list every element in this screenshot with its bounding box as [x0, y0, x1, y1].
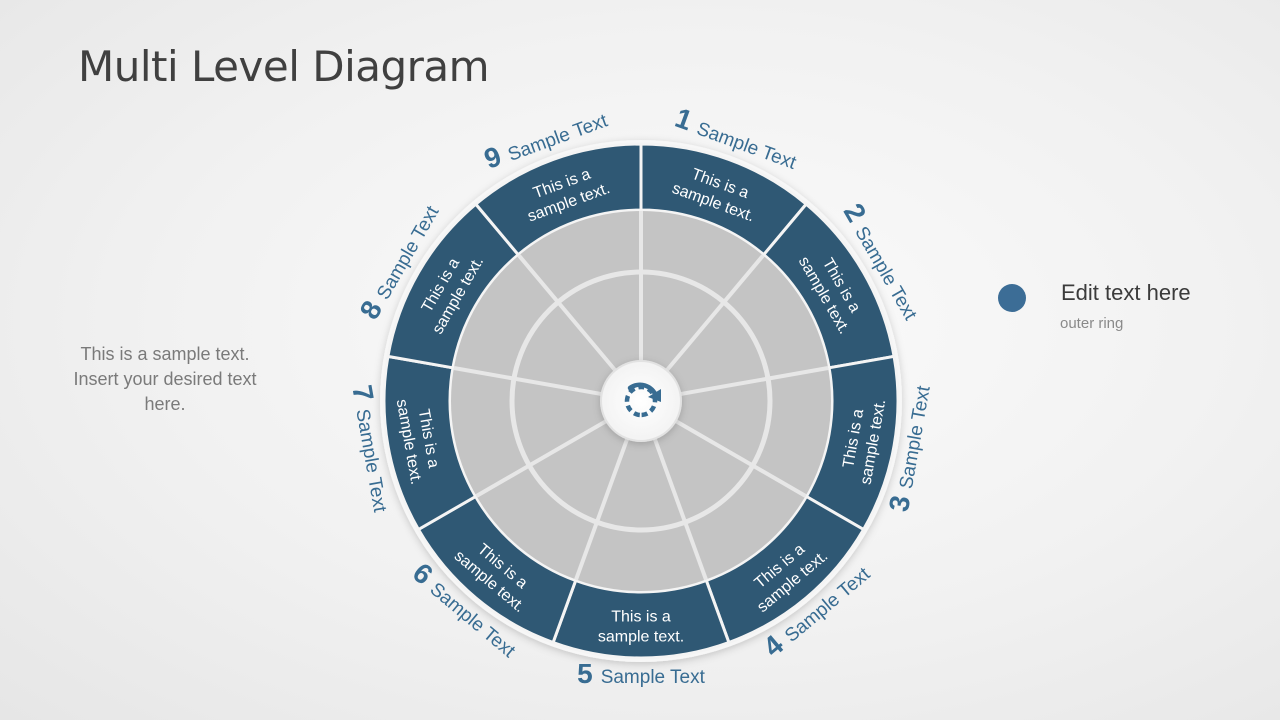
radial-divider [680, 366, 829, 397]
center-circle [600, 360, 682, 442]
side-text-block: This is a sample text. Insert your desir… [40, 342, 290, 417]
legend-subtitle: outer ring [1060, 315, 1124, 332]
segment-number: 1 [671, 102, 696, 136]
radial-divider [475, 419, 608, 498]
radial-divider [453, 366, 602, 397]
segment-text-line2: sample text. [598, 629, 684, 646]
center-hub [600, 360, 682, 442]
segment-text-line1: This is a [611, 609, 671, 626]
side-text-line: This is a sample text. [80, 344, 250, 364]
side-text-line: here. [144, 394, 186, 414]
outer-label-5: 5 Sample Text [577, 658, 706, 689]
radial-divider [665, 254, 765, 372]
side-text-line: Insert your desired text [73, 369, 257, 389]
segment-number: 7 [346, 383, 379, 404]
segment-number: 9 [480, 140, 505, 174]
legend-dot [998, 284, 1026, 312]
radial-divider [517, 254, 617, 372]
segment-text-group: This is a sample text. [598, 609, 684, 646]
middle-segment-5[interactable] [580, 526, 702, 589]
outer-label-text: 5 Sample Text [577, 658, 706, 689]
radial-divider [674, 419, 807, 498]
radial-divider [652, 437, 708, 581]
slide-title: Multi Level Diagram [78, 42, 490, 91]
segment-number: 5 [577, 658, 593, 689]
outer-segment-9[interactable] [474, 142, 643, 257]
segment-number: 3 [883, 493, 916, 514]
legend-title: Edit text here [1061, 280, 1191, 305]
radial-divider [574, 437, 630, 581]
segment-label: Sample Text [601, 667, 706, 688]
